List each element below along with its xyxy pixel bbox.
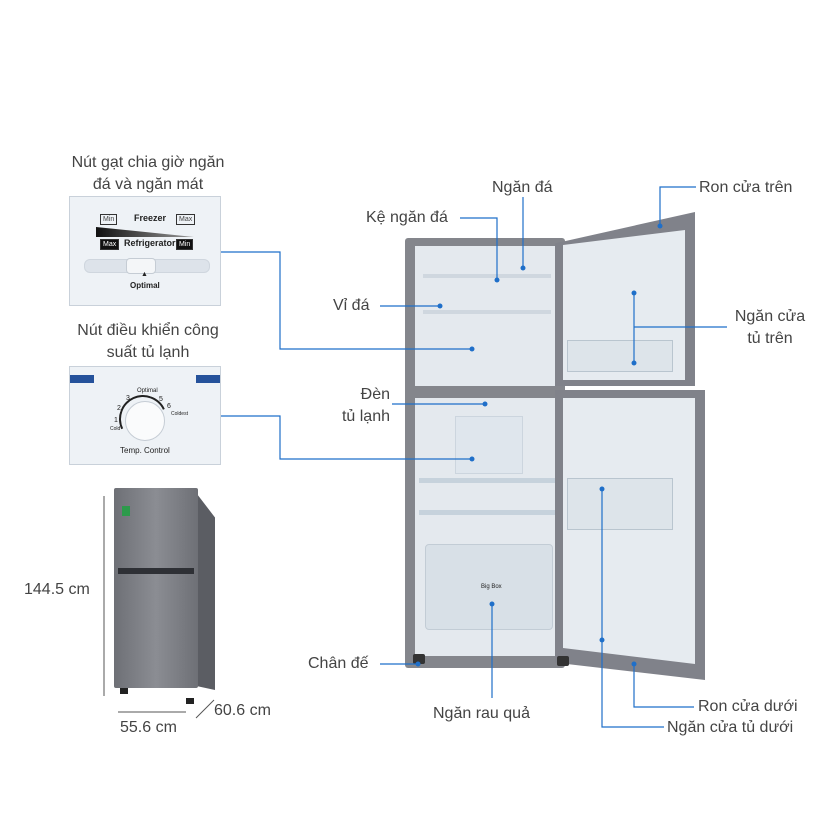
fridge-closed-image bbox=[114, 488, 215, 704]
freezer-max-tag: Max bbox=[176, 214, 196, 225]
refrigerator-max-tag: Max bbox=[100, 239, 120, 250]
gradient-wedge bbox=[96, 227, 194, 237]
dial-num-3: 3 bbox=[126, 395, 130, 402]
dial-panel: 1 2 3 5 6 Optimal Cold Coldest Temp. Con… bbox=[69, 366, 221, 465]
label-ngan-cua-tu-tren: Ngăn cửa tủ trên bbox=[734, 308, 806, 347]
upper-door-bin bbox=[567, 340, 673, 372]
dial-coldest-label: Coldest bbox=[171, 411, 188, 417]
fridge-shelf-1 bbox=[419, 478, 555, 483]
label-ngan-da: Ngăn đá bbox=[492, 179, 553, 196]
label-ron-cua-duoi: Ron cửa dưới bbox=[698, 698, 798, 715]
width-dimension: 55.6 cm bbox=[120, 719, 177, 736]
slider-optimal-label: Optimal bbox=[130, 281, 160, 290]
fridge-closed-front bbox=[114, 488, 198, 688]
freezer-shelf-2 bbox=[423, 310, 551, 314]
dial-cold-label: Cold bbox=[110, 426, 121, 432]
optimal-arrow-icon: ▲ bbox=[141, 271, 148, 278]
energy-badge bbox=[122, 506, 130, 516]
foot-left bbox=[120, 688, 128, 694]
fridge-light bbox=[455, 416, 523, 474]
depth-dimension: 60.6 cm bbox=[214, 702, 271, 719]
label-ngan-cua-tu-duoi: Ngăn cửa tủ dưới bbox=[667, 719, 794, 736]
label-den-tu-lanh: Đèn tủ lạnh bbox=[341, 386, 390, 425]
dial-num-2: 2 bbox=[117, 405, 121, 412]
label-chan-de: Chân đế bbox=[308, 655, 369, 672]
freezer-interior bbox=[415, 246, 559, 386]
freezer-handle bbox=[118, 568, 194, 574]
height-dimension: 144.5 cm bbox=[24, 581, 90, 598]
label-vi-da: Vỉ đá bbox=[333, 297, 370, 314]
fridge-closed-side bbox=[197, 494, 215, 690]
panel-tab-right bbox=[196, 375, 220, 383]
label-ron-cua-tren: Ron cửa trên bbox=[699, 179, 793, 196]
slider-caption: Nút gạt chia giờ ngăn đá và ngăn mát bbox=[71, 154, 225, 193]
slider-knob[interactable] bbox=[126, 258, 156, 274]
crisper-drawer[interactable] bbox=[425, 544, 553, 630]
dial-num-6: 6 bbox=[167, 403, 171, 410]
crisper-badge: Big Box bbox=[481, 584, 502, 590]
panel-tab-left bbox=[70, 375, 94, 383]
fridge-shelf-2 bbox=[419, 510, 555, 515]
foot-door bbox=[557, 656, 569, 666]
door-bin-1 bbox=[567, 478, 673, 530]
foot-front-left bbox=[413, 654, 425, 664]
dial-num-5: 5 bbox=[159, 396, 163, 403]
foot-right bbox=[186, 698, 194, 704]
label-ke-ngan-da: Kệ ngăn đá bbox=[366, 209, 448, 226]
freezer-shelf-1 bbox=[423, 274, 551, 278]
dial-caption: Nút điều khiển công suất tủ lạnh bbox=[77, 322, 219, 361]
label-ngan-rau-qua: Ngăn rau quả bbox=[433, 705, 530, 722]
dial-num-1: 1 bbox=[114, 417, 118, 424]
refrigerator-label: Refrigerator bbox=[124, 238, 176, 248]
freezer-label: Freezer bbox=[134, 213, 167, 223]
slider-panel: Min Freezer Max Max Refrigerator Min ▲ O… bbox=[69, 196, 221, 306]
dial-title: Temp. Control bbox=[120, 446, 170, 455]
lower-door-inner bbox=[563, 398, 695, 664]
fridge-open-image: Big Box bbox=[405, 210, 710, 680]
temp-dial[interactable] bbox=[125, 401, 165, 441]
refrigerator-min-tag: Min bbox=[176, 239, 194, 250]
dial-optimal-label: Optimal bbox=[137, 388, 158, 394]
freezer-min-tag: Min bbox=[100, 214, 118, 225]
